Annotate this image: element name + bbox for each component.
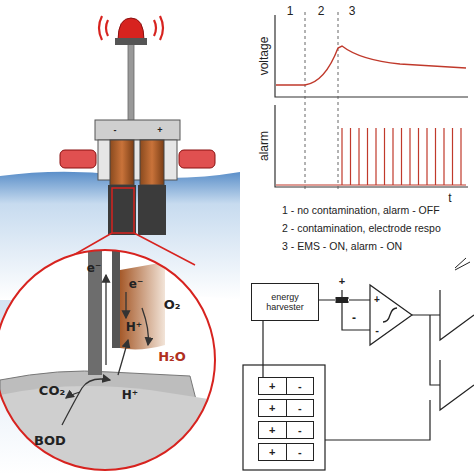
phase-number: 2 bbox=[318, 5, 325, 17]
electrode-sign: + bbox=[157, 126, 162, 135]
input-sign: + bbox=[374, 295, 380, 305]
phase-note: 1 - no contamination, alarm - OFF bbox=[282, 205, 440, 216]
harvester-box: energy harvester bbox=[251, 283, 319, 321]
terminal-sign: + bbox=[259, 400, 287, 416]
terminal-sign: - bbox=[287, 400, 314, 416]
battery-cell: +- bbox=[258, 421, 314, 439]
terminal-sign: + bbox=[339, 276, 345, 287]
phase-number: 1 bbox=[287, 5, 294, 17]
battery-cell: +- bbox=[258, 399, 314, 417]
species-label: H⁺ bbox=[126, 321, 142, 333]
terminal-sign: - bbox=[287, 422, 314, 438]
axis-label: alarm bbox=[258, 131, 270, 161]
terminal-sign: - bbox=[287, 378, 314, 394]
axis-label: t bbox=[448, 192, 451, 204]
axis-label: voltage bbox=[258, 37, 270, 76]
terminal-sign: + bbox=[259, 378, 287, 394]
species-label: H⁺ bbox=[122, 389, 138, 401]
terminal-sign: + bbox=[259, 444, 287, 460]
box-label: energy harvester bbox=[256, 292, 314, 313]
phase-note: 2 - contamination, electrode respo bbox=[282, 223, 441, 234]
electron-label: e⁻ bbox=[129, 278, 143, 290]
terminal-sign: + bbox=[259, 422, 287, 438]
input-sign: - bbox=[375, 325, 379, 336]
phase-note: 3 - EMS - ON, alarm - ON bbox=[282, 241, 402, 252]
species-label: H₂O bbox=[158, 350, 186, 363]
species-label: O₂ bbox=[164, 298, 181, 311]
battery-cell: +- bbox=[258, 377, 314, 395]
phase-number: 3 bbox=[349, 5, 356, 17]
electron-label: e⁻ bbox=[87, 262, 101, 274]
terminal-sign: - bbox=[287, 444, 314, 460]
species-label: CO₂ bbox=[39, 384, 65, 397]
terminal-sign: - bbox=[352, 312, 356, 324]
electrode-sign: - bbox=[114, 126, 117, 135]
wire bbox=[262, 321, 263, 377]
battery-cell: +- bbox=[258, 443, 314, 461]
species-label: BOD bbox=[34, 434, 66, 447]
